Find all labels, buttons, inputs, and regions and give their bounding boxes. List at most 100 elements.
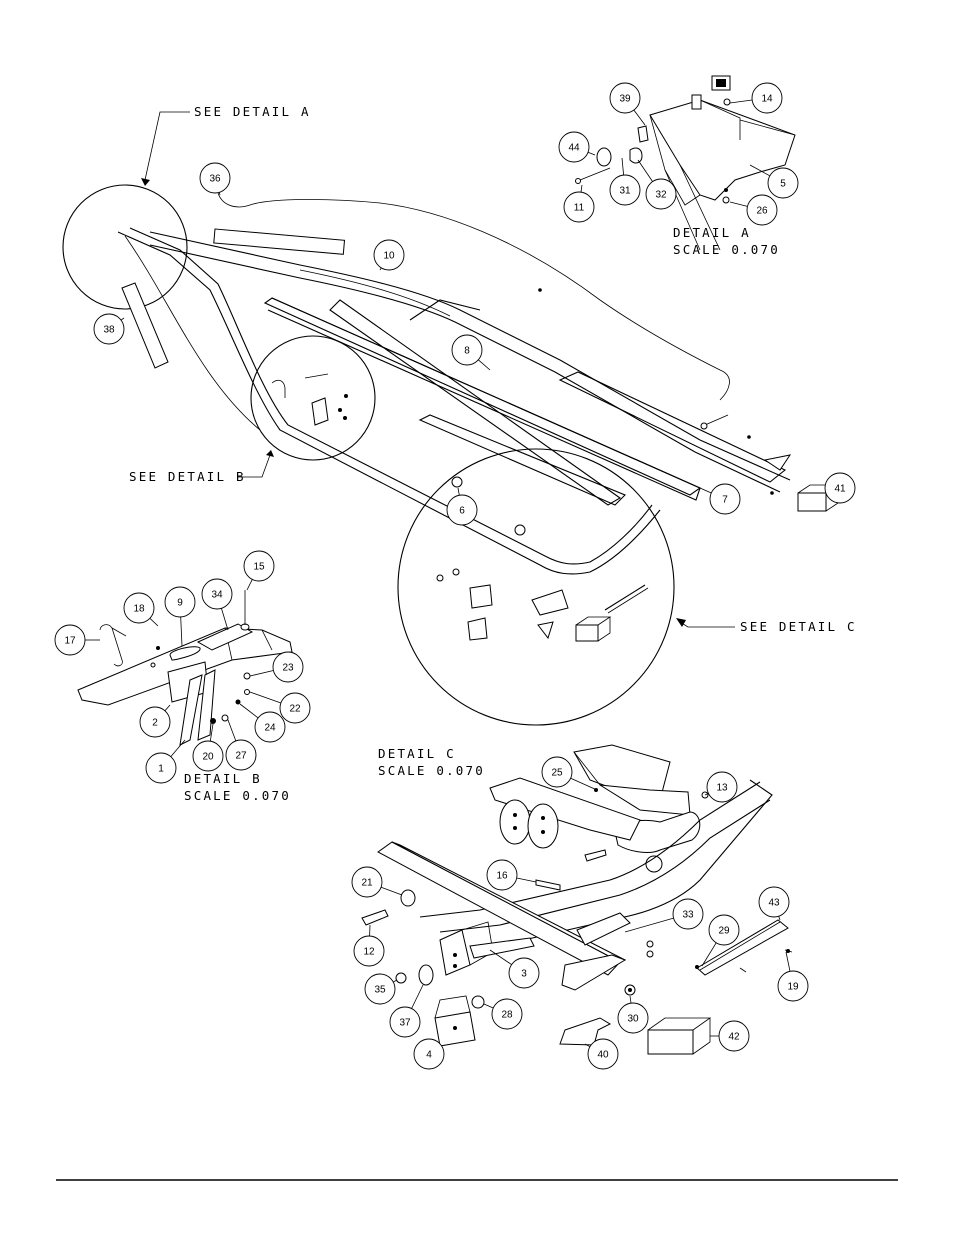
callout-42: 42 <box>710 1021 749 1051</box>
callout-39: 39 <box>610 83 645 125</box>
callout-leader <box>221 608 228 630</box>
nut-28 <box>472 996 484 1008</box>
callout-leader <box>625 918 674 932</box>
callout-number: 30 <box>627 1014 639 1025</box>
see-detail-c-label: SEE DETAIL C <box>740 619 857 634</box>
callout-41: 41 <box>825 473 855 503</box>
callout-number: 13 <box>716 783 728 794</box>
callout-number: 33 <box>682 910 694 921</box>
callout-number: 34 <box>211 590 223 601</box>
detail-c-circle <box>398 449 674 725</box>
callout-number: 23 <box>282 663 294 674</box>
callout-number: 37 <box>399 1018 411 1029</box>
detail-b-title: DETAIL B <box>184 771 262 786</box>
callout-number: 35 <box>374 985 386 996</box>
callout-38: 38 <box>94 314 124 344</box>
callout-leader <box>730 202 747 206</box>
callout-leader <box>240 704 258 718</box>
callout-leader <box>786 952 790 971</box>
callout-leader <box>634 110 645 125</box>
callout-number: 19 <box>787 982 799 993</box>
callout-leader <box>484 1004 493 1008</box>
callout-leader <box>581 185 582 192</box>
callout-number: 26 <box>756 206 768 217</box>
callout-number: 5 <box>780 179 786 190</box>
callout-31: 31 <box>610 158 640 205</box>
callout-26: 26 <box>730 195 777 225</box>
callout-number: 8 <box>464 346 470 357</box>
callout-number: 38 <box>103 325 115 336</box>
callout-leader <box>165 705 170 711</box>
callout-7: 7 <box>700 484 740 514</box>
callout-number: 22 <box>289 704 301 715</box>
crossbar-8 <box>330 300 620 505</box>
bolt-16 <box>536 880 560 890</box>
callout-43: 43 <box>759 887 789 920</box>
callout-8: 8 <box>452 335 490 370</box>
block-41 <box>798 493 826 511</box>
callout-number: 9 <box>177 598 183 609</box>
block-42 <box>648 1030 693 1054</box>
callout-number: 11 <box>574 203 585 214</box>
callout-number: 20 <box>202 752 214 763</box>
callout-44: 44 <box>559 132 595 162</box>
detail-a-scale: SCALE 0.070 <box>673 242 780 257</box>
callout-6: 6 <box>447 488 477 525</box>
callout-leader <box>730 100 752 103</box>
callout-21: 21 <box>352 867 402 897</box>
detail-b-circle <box>251 336 375 460</box>
callout-27: 27 <box>226 720 256 770</box>
callout-leader <box>412 985 423 1009</box>
callout-30: 30 <box>618 996 648 1033</box>
callout-number: 3 <box>521 969 527 980</box>
callout-11: 11 <box>564 185 594 222</box>
main-frame-assembly <box>63 185 838 725</box>
callout-leader <box>622 158 624 175</box>
see-detail-a-label: SEE DETAIL A <box>194 104 311 119</box>
crossbar-right <box>560 372 785 482</box>
callout-leader <box>121 318 124 320</box>
callout-leader <box>250 692 281 703</box>
upper-rail-flange <box>300 270 450 316</box>
callout-number: 15 <box>253 562 265 573</box>
callout-12: 12 <box>354 925 384 966</box>
callout-number: 2 <box>152 718 158 729</box>
callout-35: 35 <box>365 974 397 1004</box>
callout-leader <box>381 887 402 895</box>
callout-number: 25 <box>551 768 563 779</box>
bolt-12 <box>362 910 388 925</box>
callout-36: 36 <box>200 163 230 195</box>
plate-38 <box>122 283 168 368</box>
washer-37 <box>419 965 433 985</box>
callout-19: 19 <box>778 952 808 1001</box>
bracket-3 <box>440 930 470 975</box>
callout-leader <box>638 160 653 182</box>
callout-15: 15 <box>244 551 274 590</box>
callout-number: 6 <box>459 506 465 517</box>
detail-b-scale: SCALE 0.070 <box>184 788 291 803</box>
callout-leader <box>247 579 252 590</box>
detail-a-title: DETAIL A <box>673 225 751 240</box>
callout-number: 14 <box>761 94 773 105</box>
callout-leader <box>779 916 780 920</box>
callout-number: 1 <box>158 764 164 775</box>
callout-number: 12 <box>363 947 375 958</box>
callout-number: 32 <box>655 190 667 201</box>
callout-1: 1 <box>146 740 185 783</box>
cable-36 <box>218 193 729 400</box>
callout-2: 2 <box>140 705 170 737</box>
callout-leader <box>181 617 182 646</box>
callout-number: 28 <box>501 1010 513 1021</box>
callout-number: 27 <box>235 751 247 762</box>
callout-number: 29 <box>718 926 730 937</box>
upper-rail-bottom <box>150 245 780 492</box>
callout-number: 36 <box>209 174 221 185</box>
callout-28: 28 <box>484 999 522 1029</box>
callout-number: 4 <box>426 1050 432 1061</box>
callout-34: 34 <box>202 579 232 630</box>
callout-number: 24 <box>264 723 276 734</box>
callout-24: 24 <box>240 704 285 742</box>
see-detail-b-label: SEE DETAIL B <box>129 469 246 484</box>
